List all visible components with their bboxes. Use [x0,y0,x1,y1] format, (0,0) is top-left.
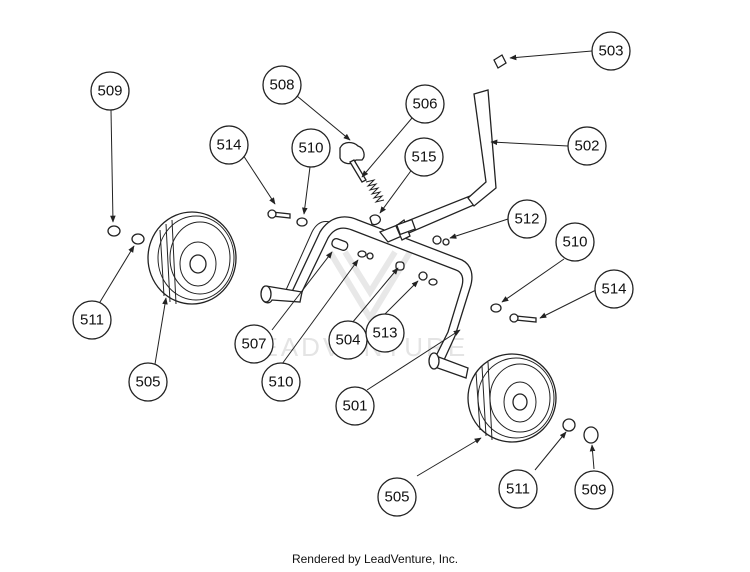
callout-label: 510 [268,374,293,391]
callout-label: 510 [298,140,323,157]
callout-label: 510 [562,234,587,251]
callout-510: 510 [291,128,331,168]
callout-label: 515 [411,149,436,166]
right-washer-part-511 [562,418,576,432]
callout-515: 515 [404,137,444,177]
footer-credit: Rendered by LeadVenture, Inc. [291,552,459,566]
knob-part-508 [339,141,367,183]
callout-label: 514 [601,281,626,298]
callout-label: 501 [342,398,367,415]
callout-label: 508 [269,77,294,94]
callout-510: 510 [555,222,595,262]
handle-rod-part-502 [467,89,497,207]
callout-label: 505 [135,374,160,391]
callout-508: 508 [262,65,302,105]
left-wheel-part-505 [147,211,237,305]
callout-label: 503 [598,43,623,60]
callout-502: 502 [567,126,607,166]
callout-513: 513 [365,313,405,353]
frame-part-501 [260,195,478,379]
callout-505: 505 [377,477,417,517]
spring-part-515 [365,179,385,203]
callout-510: 510 [261,362,301,402]
callout-509: 509 [574,470,614,510]
callout-label: 512 [514,211,539,228]
callout-label: 511 [506,481,530,498]
callout-503: 503 [591,31,631,71]
callout-label: 514 [216,137,241,154]
right-washer-part-509 [583,426,599,444]
callout-511: 511 [498,469,538,509]
callout-514: 514 [594,269,634,309]
callout-label: 509 [97,83,122,100]
callout-506: 506 [405,84,445,124]
callout-505: 505 [128,362,168,402]
callout-label: 507 [241,336,266,353]
callout-512: 512 [507,199,547,239]
callout-509: 509 [90,71,130,111]
leader-lines [99,50,599,477]
grip-cap-part-503 [493,54,507,69]
callout-label: 511 [80,312,104,329]
right-wheel-part-505 [467,353,557,443]
left-washer-part-509 [107,225,121,237]
callout-label: 509 [581,482,606,499]
callout-514: 514 [209,125,249,165]
callout-label: 506 [412,96,437,113]
callout-504: 504 [328,320,368,360]
callout-501: 501 [335,386,375,426]
hardware-parts [267,209,537,323]
callout-511: 511 [72,300,112,340]
callout-label: 504 [335,332,360,349]
callout-label: 513 [372,325,397,342]
left-washer-part-511 [131,233,145,245]
callout-label: 505 [384,489,409,506]
callout-label: 502 [574,138,599,155]
callout-507: 507 [234,324,274,364]
